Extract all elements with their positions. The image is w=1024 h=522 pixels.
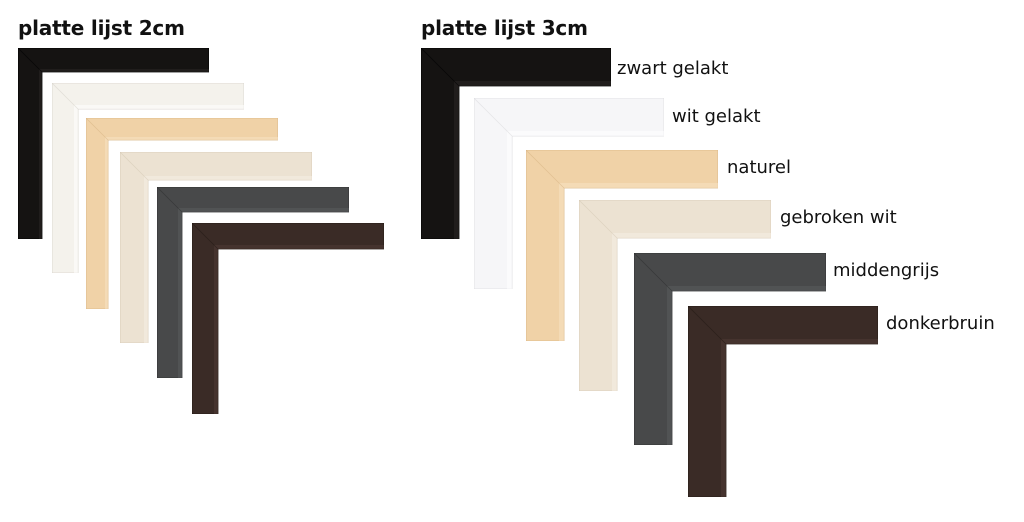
label-zwart-gelakt: zwart gelakt (617, 58, 729, 79)
label-wit-gelakt: wit gelakt (672, 106, 761, 127)
label-gebroken-wit: gebroken wit (780, 207, 897, 228)
frame-corner-2cm-dark-brown (191, 222, 385, 415)
frame-corner-shape (191, 222, 385, 415)
label-middengrijs: middengrijs (833, 260, 940, 281)
label-donkerbruin: donkerbruin (886, 313, 995, 334)
heading-3cm: platte lijst 3cm (421, 16, 588, 40)
frame-corner-shape (687, 305, 879, 498)
frame-corner-3cm-dark-brown (687, 305, 879, 498)
heading-2cm: platte lijst 2cm (18, 16, 185, 40)
label-naturel: naturel (727, 157, 791, 178)
